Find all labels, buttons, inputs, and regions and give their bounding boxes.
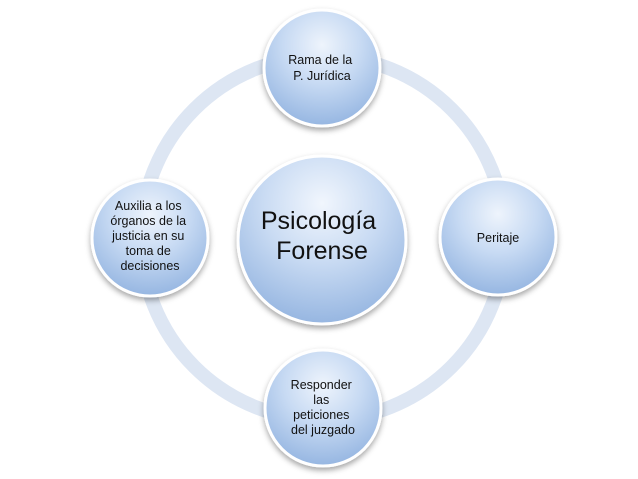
node-left-line-2: órganos de la	[110, 214, 186, 228]
center-label-line-1: Psicología	[261, 207, 376, 235]
svg-text:Rama de la P. Jurídica: Rama de la P. Jurídica	[288, 53, 355, 83]
center-label-line-2: Forense	[276, 237, 368, 265]
node-left-line-1: Auxilia a los	[115, 199, 182, 213]
node-top-circle	[262, 8, 382, 128]
node-left-line-4: toma de	[126, 244, 171, 258]
svg-text:Responder las peti: Responder las peticiones del juzgado	[291, 378, 356, 437]
svg-text:Auxilia a los órganos de: Auxilia a los órganos de la justicia en …	[110, 199, 189, 273]
svg-text:Psicología Forense: Psicología Forense	[261, 207, 383, 265]
node-left-line-3: justicia en su	[111, 229, 184, 243]
node-right-line-1: Peritaje	[477, 231, 519, 245]
center-node: Psicología Forense	[236, 154, 408, 326]
node-bottom-line-3: peticiones	[293, 408, 349, 422]
node-bottom-line-4: del juzgado	[291, 423, 355, 437]
node-top-line-2: P. Jurídica	[293, 69, 350, 83]
node-top: Rama de la P. Jurídica	[262, 8, 382, 128]
node-bottom: Responder las peticiones del juzgado	[263, 348, 383, 468]
node-top-line-1: Rama de la	[288, 53, 352, 67]
node-right-circle	[438, 177, 558, 297]
node-bottom-circle	[263, 348, 383, 468]
node-bottom-line-1: Responder	[291, 378, 352, 392]
node-left-circle	[90, 178, 210, 298]
node-left-line-5: decisiones	[120, 259, 179, 273]
node-right: Peritaje	[438, 177, 558, 297]
center-node-circle	[236, 154, 408, 326]
node-bottom-line-2: las	[313, 393, 329, 407]
svg-text:Peritaje: Peritaje	[477, 231, 519, 245]
node-left: Auxilia a los órganos de la justicia en …	[90, 178, 210, 298]
